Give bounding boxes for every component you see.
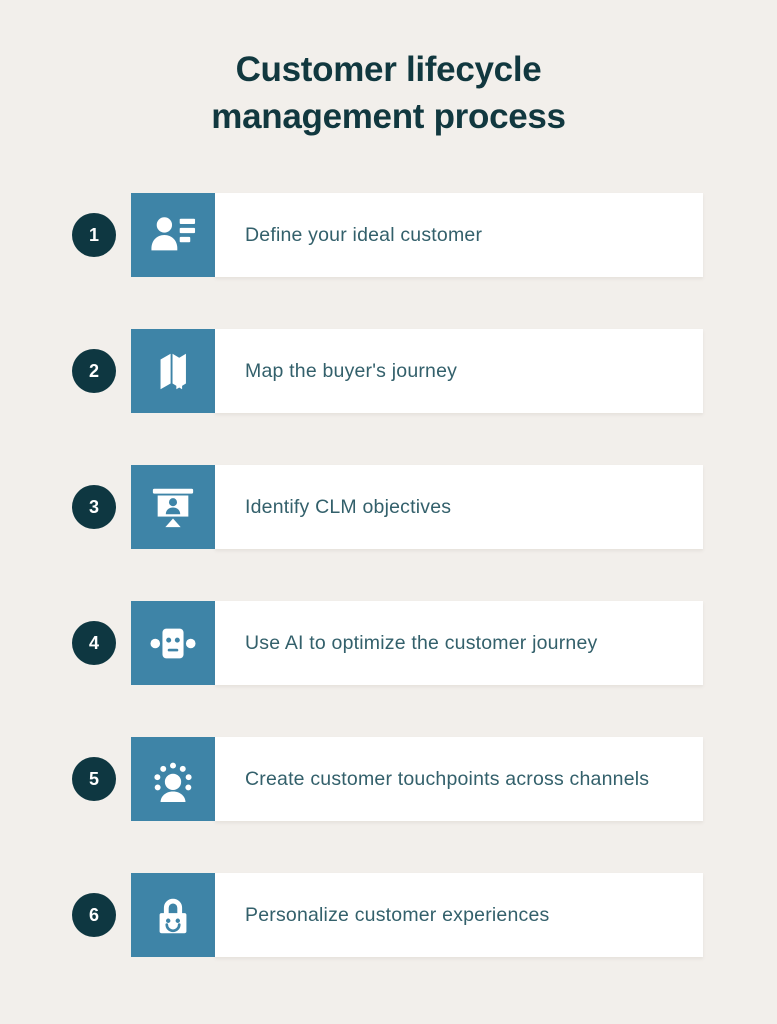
step-label-bar: Use AI to optimize the customer journey [215, 601, 703, 685]
step-number-badge: 4 [72, 621, 116, 665]
step-row-5: 5 Create customer touchpoints across cha… [0, 737, 777, 821]
step-number-badge: 2 [72, 349, 116, 393]
page-title: Customer lifecycle management process [0, 46, 777, 140]
step-row-1: 1 Define your ideal customer [0, 193, 777, 277]
step-label: Personalize customer experiences [245, 903, 550, 926]
step-label: Use AI to optimize the customer journey [245, 631, 598, 654]
step-number: 4 [88, 632, 99, 653]
step-row-2: 2 Map the buyer's journey [0, 329, 777, 413]
presentation-icon [131, 465, 215, 549]
step-label: Define your ideal customer [245, 223, 483, 246]
customer-profile-icon [131, 193, 215, 277]
step-label-bar: Identify CLM objectives [215, 465, 703, 549]
step-label: Identify CLM objectives [245, 495, 452, 518]
step-number: 3 [88, 496, 99, 517]
map-icon [131, 329, 215, 413]
step-row-3: 3 Identify CLM objectives [0, 465, 777, 549]
step-label: Create customer touchpoints across chann… [245, 767, 650, 790]
step-label-bar: Personalize customer experiences [215, 873, 703, 957]
step-number: 5 [88, 768, 99, 789]
step-number-badge: 3 [72, 485, 116, 529]
step-number: 6 [88, 904, 99, 925]
step-label-bar: Map the buyer's journey [215, 329, 703, 413]
step-number-badge: 5 [72, 757, 116, 801]
page-title-line2: management process [211, 97, 566, 136]
step-number: 2 [88, 360, 99, 381]
step-number-badge: 1 [72, 213, 116, 257]
step-label-bar: Create customer touchpoints across chann… [215, 737, 703, 821]
step-label: Map the buyer's journey [245, 359, 458, 382]
robot-icon [131, 601, 215, 685]
smiling-lock-icon [131, 873, 215, 957]
page-title-line1: Customer lifecycle [235, 50, 542, 89]
step-number: 1 [88, 224, 99, 245]
step-number-badge: 6 [72, 893, 116, 937]
step-row-4: 4 Use AI to optimize the customer journe… [0, 601, 777, 685]
people-network-icon [131, 737, 215, 821]
step-row-6: 6 Personalize customer experiences [0, 873, 777, 957]
step-label-bar: Define your ideal customer [215, 193, 703, 277]
steps-list: 1 Define your ideal customer 2 [0, 193, 777, 1009]
